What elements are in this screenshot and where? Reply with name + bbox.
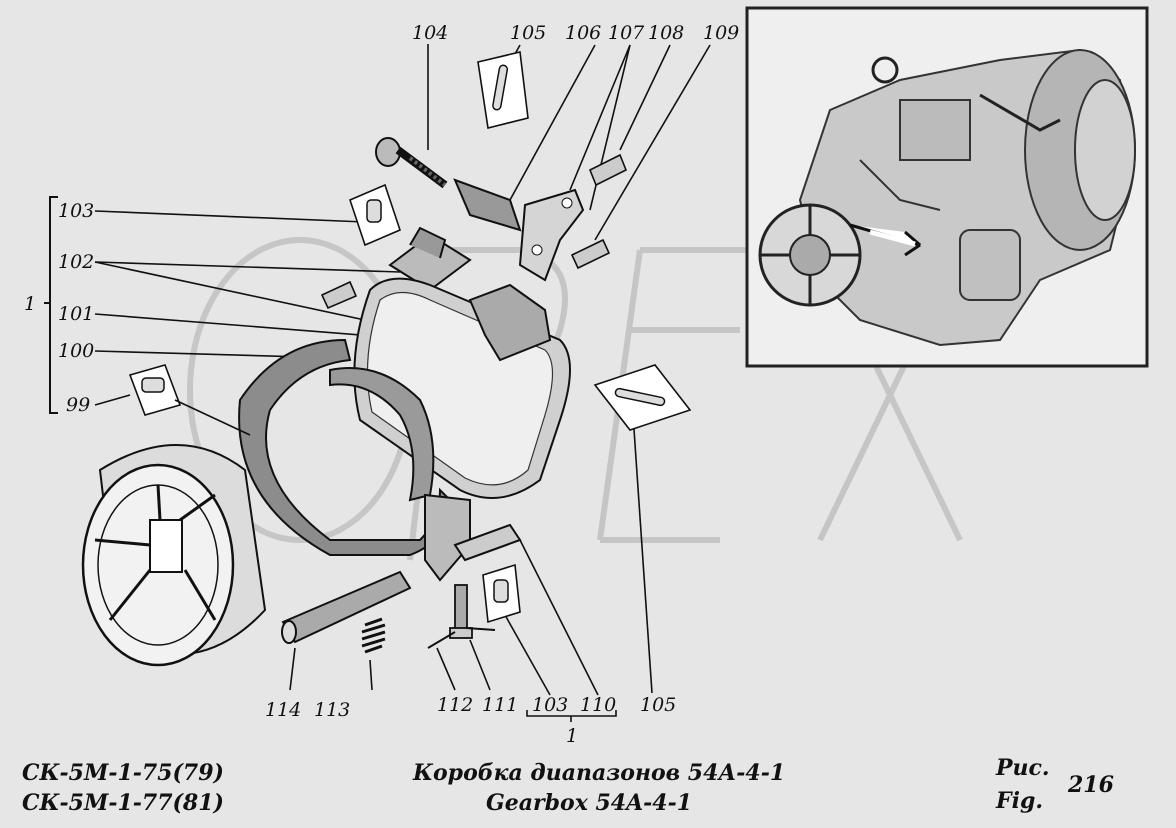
callout-112: 112 [437, 694, 473, 716]
callout-101: 101 [58, 303, 94, 325]
group-bracket-left [44, 196, 58, 414]
part-104-bolt [375, 137, 448, 189]
callout-106: 106 [565, 22, 601, 44]
part-105-pin-bottom [593, 364, 692, 431]
callout-102: 102 [58, 251, 94, 273]
gearbox-photo-inset [745, 6, 1149, 368]
model-code-line-2: СК-5М-1-77(81) [22, 790, 224, 816]
part-114-shaft [281, 570, 412, 644]
part-103-sleeve-bottom [482, 563, 521, 624]
callout-labels: 103 102 1 101 100 99 104 105 106 107 108… [24, 22, 739, 747]
callout-group-1-left: 1 [24, 293, 36, 315]
part-102-pin [320, 280, 358, 310]
callout-99: 99 [66, 394, 90, 416]
callout-110: 110 [580, 694, 616, 716]
figure-label-en: Fig. [996, 788, 1044, 814]
callout-group-1-bottom: 1 [566, 725, 578, 747]
callout-114: 114 [265, 699, 301, 721]
part-105-pin-top [477, 51, 529, 129]
callout-103-bottom: 103 [532, 694, 568, 716]
part-110-bracket [424, 493, 522, 582]
callout-107: 107 [608, 22, 645, 44]
figure-number: 216 [1068, 772, 1114, 798]
model-code-line-1: СК-5М-1-75(79) [22, 760, 224, 786]
part-108-pin [588, 153, 628, 187]
part-109-pin [570, 238, 611, 270]
callout-103: 103 [58, 200, 94, 222]
part-107-plate [518, 188, 585, 282]
part-106-lever [453, 178, 522, 232]
callout-109: 109 [703, 22, 739, 44]
figure-title-en: Gearbox 54A-4-1 [486, 790, 693, 816]
callout-100: 100 [58, 340, 94, 362]
part-99-sleeve [128, 364, 251, 436]
callout-105-top: 105 [510, 22, 546, 44]
callout-108: 108 [648, 22, 684, 44]
callout-104: 104 [412, 22, 448, 44]
callout-111: 111 [482, 694, 518, 716]
part-103-sleeve [349, 183, 401, 247]
brake-drum [81, 444, 267, 667]
part-101-brake-band [353, 277, 571, 499]
figure-title-ru: Коробка диапазонов 54А-4-1 [413, 760, 786, 786]
part-113-spring [361, 617, 386, 654]
part-112-cotter-pin [427, 627, 496, 649]
callout-113: 113 [314, 699, 350, 721]
part-111-bolt [449, 584, 473, 639]
figure-label-ru: Рис. [996, 755, 1050, 781]
callout-105-bottom: 105 [640, 694, 676, 716]
